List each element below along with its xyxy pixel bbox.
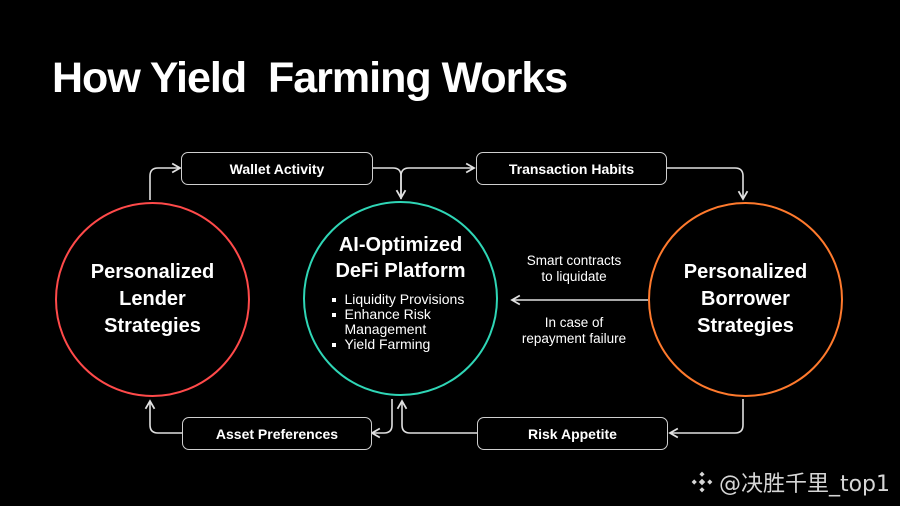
arrow-asset-to-left [144,399,182,434]
arrow-transaction-to-right [667,167,749,201]
lender-strategies-label: Personalized Lender Strategies [90,261,215,337]
pill-risk-appetite: Risk Appetite [477,417,668,450]
arrow-left-to-wallet [149,162,182,200]
diamond-logo-icon [691,471,713,493]
borrower-strategies-circle: Personalized Borrower Strategies [648,202,843,397]
borrower-strategies-label: Personalized Borrower Strategies [683,261,808,337]
watermark: @决胜千里_top1 [691,466,890,498]
defi-platform-title: AI-Optimized DeFi Platform [335,233,466,282]
pill-transaction-habits: Transaction Habits [476,152,667,185]
arrow-right-to-risk [668,399,744,439]
arrow-risk-to-center [396,399,477,434]
note-smart-contracts: Smart contracts to liquidate [526,253,622,284]
platform-feature-list: Liquidity Provisions Enhance Risk Manage… [331,291,471,352]
arrow-center-to-transaction [400,162,476,199]
arrow-wallet-to-center [373,167,407,200]
feature-item: Yield Farming [331,336,471,352]
pill-asset-preferences: Asset Preferences [182,417,372,450]
feature-item: Enhance Risk Management [331,306,471,337]
page-title: How Yield Farming Works [52,54,568,102]
lender-strategies-circle: Personalized Lender Strategies [55,202,250,397]
arrow-center-to-asset [370,399,393,439]
defi-platform-circle: AI-Optimized DeFi Platform Liquidity Pro… [303,201,498,396]
feature-item: Liquidity Provisions [331,291,471,307]
watermark-text: @决胜千里_top1 [718,472,890,497]
pill-wallet-activity: Wallet Activity [181,152,373,185]
note-repayment-failure: In case of repayment failure [521,315,627,346]
